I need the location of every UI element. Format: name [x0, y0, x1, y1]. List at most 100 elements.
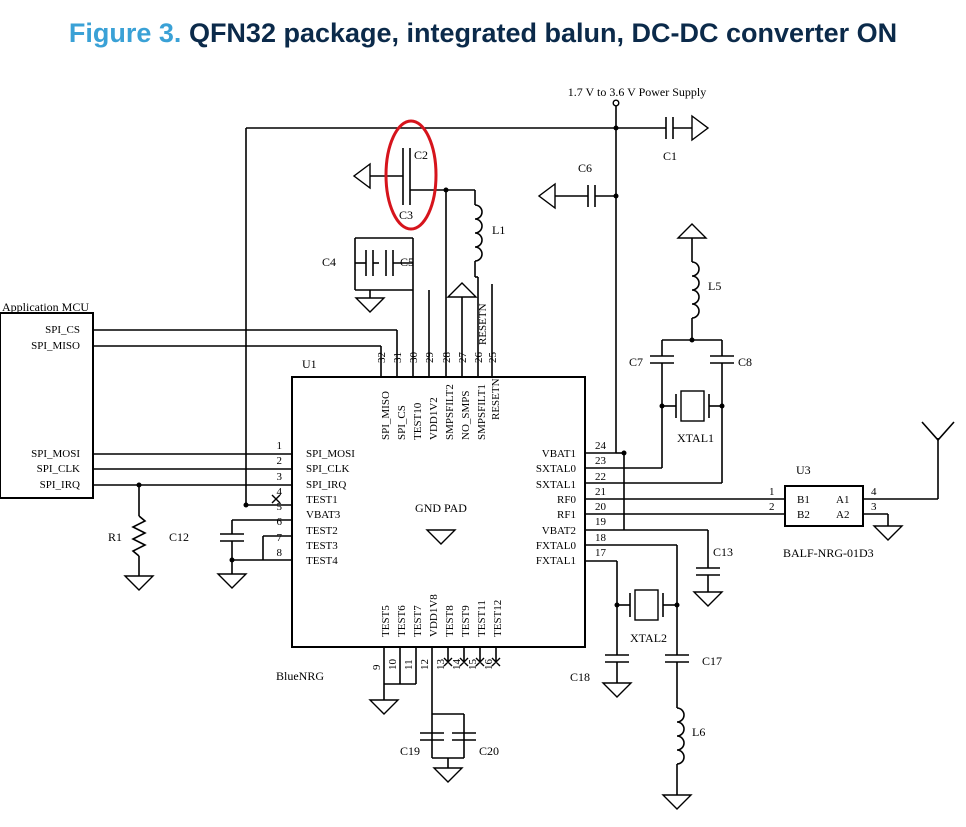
- u1-name: BlueNRG: [276, 669, 324, 683]
- svg-text:RF1: RF1: [557, 509, 576, 521]
- svg-text:26: 26: [473, 352, 485, 364]
- spi-wiring: [93, 329, 398, 488]
- power-supply-label: 1.7 V to 3.6 V Power Supply: [568, 85, 706, 99]
- xtal2-label: XTAL2: [630, 631, 667, 645]
- svg-text:TEST1: TEST1: [306, 494, 338, 506]
- mcu-pin-spi-clk: SPI_CLK: [37, 463, 80, 475]
- c13-capacitor: C13: [624, 529, 733, 607]
- svg-text:SPI_MISO: SPI_MISO: [380, 391, 392, 440]
- u1-gnd-pad: GND PAD: [415, 501, 467, 515]
- svg-text:27: 27: [457, 352, 469, 364]
- c13-label: C13: [713, 545, 733, 559]
- svg-text:A1: A1: [836, 494, 849, 506]
- c19-c20-decoupling: C19 C20: [400, 713, 499, 783]
- svg-text:1: 1: [769, 486, 775, 498]
- svg-text:SPI_MOSI: SPI_MOSI: [306, 448, 355, 460]
- svg-text:13: 13: [435, 659, 447, 671]
- svg-text:21: 21: [595, 486, 606, 498]
- svg-text:3: 3: [871, 501, 877, 513]
- xtal1-label: XTAL1: [677, 431, 714, 445]
- svg-text:SXTAL0: SXTAL0: [536, 463, 577, 475]
- svg-text:RF0: RF0: [557, 494, 576, 506]
- svg-text:TEST5: TEST5: [380, 605, 392, 637]
- highlight-circle: [384, 119, 438, 231]
- svg-text:TEST7: TEST7: [412, 605, 424, 637]
- svg-text:VDD1V8: VDD1V8: [428, 594, 440, 637]
- svg-text:VBAT1: VBAT1: [542, 448, 576, 460]
- svg-text:10: 10: [387, 659, 399, 671]
- c18-label: C18: [570, 670, 590, 684]
- r1-resistor: R1: [108, 485, 155, 591]
- svg-text:B1: B1: [797, 494, 810, 506]
- svg-text:TEST4: TEST4: [306, 555, 338, 567]
- svg-text:22: 22: [595, 471, 606, 483]
- svg-text:2: 2: [277, 455, 283, 467]
- svg-text:TEST9: TEST9: [460, 605, 472, 637]
- figure-number: Figure 3.: [68, 18, 182, 48]
- r1-label: R1: [108, 530, 122, 544]
- svg-text:SMPSFILT2: SMPSFILT2: [444, 384, 456, 440]
- svg-text:30: 30: [408, 352, 420, 364]
- svg-text:TEST11: TEST11: [476, 600, 488, 637]
- c12-capacitor: C12: [169, 519, 292, 589]
- c2-c3-filter: C2 C3: [352, 119, 475, 367]
- svg-text:17: 17: [595, 547, 607, 559]
- u1-left-pins: 1 2 3 4 5 6 7 8 SPI_MOSI SPI_CLK SPI_IRQ…: [271, 440, 355, 567]
- svg-text:31: 31: [392, 352, 404, 363]
- resetn-net-label: RESETN: [477, 303, 489, 345]
- u3-balun: U3 BALF-NRG-01D3 1 2 B1 B2 A1 A2 4 3: [769, 421, 955, 560]
- svg-text:FXTAL1: FXTAL1: [536, 555, 576, 567]
- power-rail: 1.7 V to 3.6 V Power Supply C1 C6: [243, 85, 710, 508]
- svg-text:20: 20: [595, 501, 607, 513]
- svg-text:FXTAL0: FXTAL0: [536, 540, 577, 552]
- c2-label: C2: [414, 148, 428, 162]
- svg-text:1: 1: [277, 440, 283, 452]
- svg-text:SPI_CLK: SPI_CLK: [306, 463, 349, 475]
- mcu-pin-spi-irq: SPI_IRQ: [40, 479, 80, 491]
- mcu-name: Application MCU: [2, 300, 89, 314]
- mcu-pin-spi-cs: SPI_CS: [45, 324, 80, 336]
- svg-text:SMPSFILT1: SMPSFILT1: [476, 384, 488, 440]
- u3-ref: U3: [796, 463, 811, 477]
- c6-label: C6: [578, 161, 592, 175]
- svg-text:25: 25: [487, 352, 499, 364]
- u1-bluenrg: U1 BlueNRG GND PAD 32 31 30 29 28 27 26 …: [271, 290, 607, 740]
- xtal2-network: XTAL2 C18 C17 L6: [570, 544, 722, 810]
- svg-text:28: 28: [441, 352, 453, 364]
- svg-text:VBAT2: VBAT2: [542, 525, 576, 537]
- xtal1-network: L5 C7 C8 XTAL1: [629, 223, 752, 445]
- svg-text:19: 19: [595, 516, 607, 528]
- figure-caption: QFN32 package, integrated balun, DC-DC c…: [188, 18, 898, 48]
- u1-right-pins: 24 23 22 21 20 19 18 17 VBAT1 SXTAL0 SXT…: [536, 440, 607, 567]
- right-side-wiring: [585, 366, 785, 531]
- svg-text:32: 32: [376, 352, 388, 363]
- application-mcu: Application MCU SPI_CS SPI_MISO SPI_MOSI…: [0, 300, 94, 499]
- svg-text:TEST10: TEST10: [412, 402, 424, 440]
- svg-text:29: 29: [424, 352, 436, 364]
- svg-text:SPI_CS: SPI_CS: [396, 405, 408, 440]
- svg-text:NO_SMPS: NO_SMPS: [460, 390, 472, 440]
- l1-inductor: L1: [474, 190, 505, 367]
- svg-text:TEST8: TEST8: [444, 605, 456, 637]
- svg-text:5: 5: [277, 501, 283, 513]
- u1-bottom-pins: TEST5 TEST6 TEST7 VDD1V8 TEST8 TEST9 TES…: [368, 594, 504, 740]
- svg-text:A2: A2: [836, 509, 849, 521]
- c20-label: C20: [479, 744, 499, 758]
- svg-text:3: 3: [277, 471, 283, 483]
- svg-text:23: 23: [595, 455, 607, 467]
- svg-text:TEST2: TEST2: [306, 525, 338, 537]
- svg-text:B2: B2: [797, 509, 810, 521]
- mcu-pin-spi-mosi: SPI_MOSI: [31, 448, 80, 460]
- svg-text:7: 7: [277, 532, 283, 544]
- svg-text:TEST3: TEST3: [306, 540, 338, 552]
- u3-name: BALF-NRG-01D3: [783, 546, 874, 560]
- svg-text:4: 4: [277, 486, 283, 498]
- figure-title: Figure 3. QFN32 package, integrated balu…: [0, 18, 966, 49]
- svg-text:2: 2: [769, 501, 775, 513]
- c19-label: C19: [400, 744, 420, 758]
- c4-label: C4: [322, 255, 336, 269]
- svg-text:TEST12: TEST12: [492, 600, 504, 637]
- u1-ref: U1: [302, 357, 317, 371]
- mcu-pin-spi-miso: SPI_MISO: [31, 340, 80, 352]
